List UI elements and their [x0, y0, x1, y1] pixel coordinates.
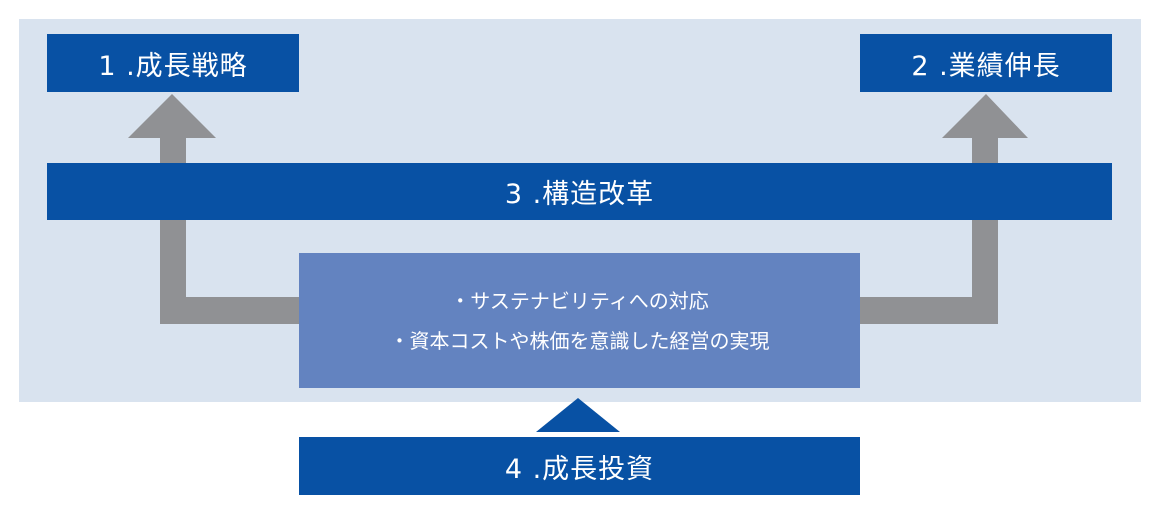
left-arrow-icon — [128, 94, 299, 324]
growth-strategy-box: 1 .成長戦略 — [47, 34, 299, 92]
structural-reform-box: 3 .構造改革 — [47, 163, 1112, 220]
center-initiatives-box: ・サステナビリティへの対応 ・資本コストや株価を意識した経営の実現 — [299, 253, 860, 388]
right-arrow-icon — [860, 94, 1028, 324]
capital-cost-item: ・資本コストや株価を意識した経営の実現 — [389, 328, 770, 353]
bottom-triangle-icon — [536, 398, 620, 432]
sustainability-item: ・サステナビリティへの対応 — [450, 288, 709, 313]
growth-investment-box: 4 .成長投資 — [299, 437, 860, 495]
business-growth-box: 2 .業績伸長 — [860, 34, 1112, 92]
